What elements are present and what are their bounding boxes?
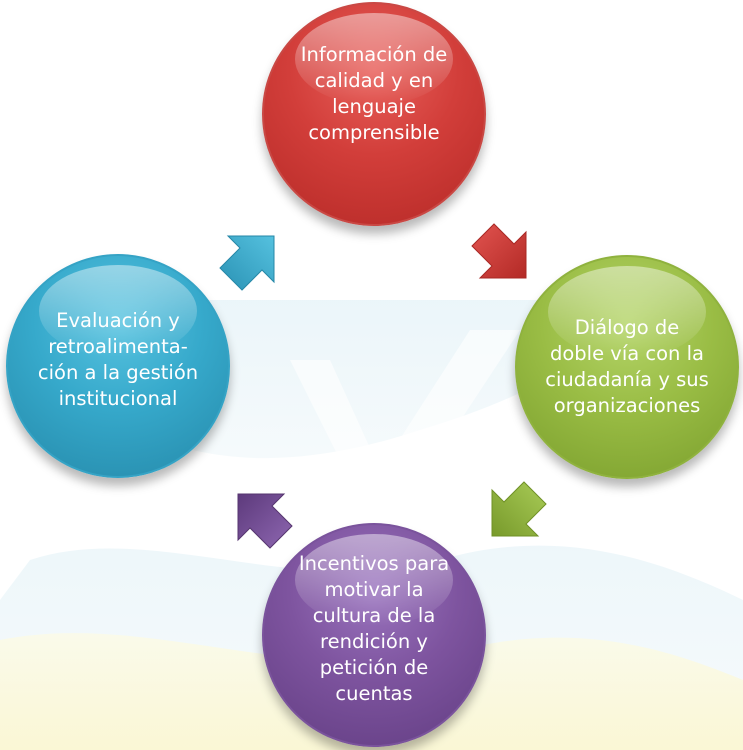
- node-label-right: Diálogo de doble vía con la ciudadanía y…: [545, 316, 709, 417]
- node-incentivos: Incentivos para motivar la cultura de la…: [262, 523, 486, 747]
- node-label-left: Evaluación y retroalimenta- ción a la ge…: [37, 309, 199, 410]
- watermark-v: [290, 330, 520, 520]
- arrow-up-left-icon: [237, 493, 293, 549]
- node-dialogo-doble-via: Diálogo de doble vía con la ciudadanía y…: [515, 255, 739, 479]
- arrow-down-left-icon: [491, 481, 547, 537]
- node-informacion-de-calidad: Información de calidad y en lenguaje com…: [262, 2, 486, 226]
- node-evaluacion-retroalimentacion: Evaluación y retroalimenta- ción a la ge…: [6, 254, 230, 478]
- node-label-top: Información de calidad y en lenguaje com…: [300, 43, 448, 144]
- arrow-down-right-icon: [471, 223, 527, 279]
- arrow-up-right-icon: [219, 235, 275, 291]
- node-label-bottom: Incentivos para motivar la cultura de la…: [298, 552, 450, 705]
